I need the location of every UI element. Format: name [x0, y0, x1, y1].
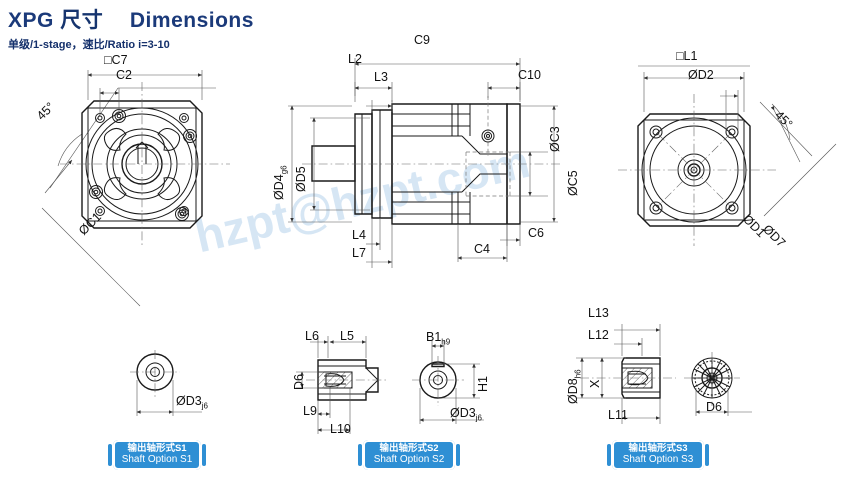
dim-s3-d8: ØD8h6 — [566, 369, 583, 404]
dim-c3: ØC3 — [548, 126, 562, 152]
dim-s3-l11: L11 — [608, 408, 628, 422]
dim-s3-x: X — [588, 379, 602, 388]
s2-banner-cn: 输出轴形式S2 — [379, 443, 439, 455]
dim-l4: L4 — [352, 228, 366, 242]
bolt-holes — [89, 109, 197, 221]
s1-banner-cn: 输出轴形式S1 — [127, 443, 187, 455]
dim-s2-l9: L9 — [303, 404, 317, 418]
output-bolt-holes — [649, 125, 739, 215]
dim-d2: ØD2 — [688, 68, 714, 82]
s2-banner-en: Shaft Option S2 — [373, 453, 445, 465]
s3-spline-end-view — [684, 352, 740, 406]
s1-banner-en: Shaft Option S1 — [121, 453, 193, 465]
dim-c2: C2 — [116, 68, 132, 82]
shaft-option-s2-drawing — [288, 330, 498, 440]
dim-s3-l13: L13 — [588, 306, 609, 320]
shaft-option-s3-drawing — [556, 312, 776, 432]
shaft-option-s2-banner: 输出轴形式S2 Shaft Option S2 — [358, 440, 460, 470]
shaft-option-s1-drawing — [110, 350, 220, 430]
page-header: XPG 尺寸 Dimensions 单级/1-stage，速比/Ratio i=… — [8, 4, 254, 52]
center-view-drawing — [262, 36, 572, 286]
title-model: XPG — [8, 9, 54, 32]
dim-c5: ØC5 — [566, 170, 580, 196]
s3-banner-en: Shaft Option S3 — [622, 453, 694, 465]
input-shaft — [311, 145, 356, 182]
dim-s2-b1: B1h9 — [426, 330, 451, 347]
dim-s2-l6: L6 — [305, 329, 319, 343]
clamp-cutouts — [103, 128, 181, 200]
dim-d4: ØD4g6 — [272, 165, 289, 200]
dim-l1: □L1 — [676, 49, 698, 63]
left-view-drawing — [20, 48, 270, 307]
right-view-drawing — [604, 44, 847, 279]
dim-d5: ØD5 — [294, 166, 308, 192]
dim-l7: L7 — [352, 246, 366, 260]
shaft-option-s1-banner: 输出轴形式S1 Shaft Option S1 — [108, 440, 206, 470]
dim-l3: L3 — [374, 70, 388, 84]
page-subtitle: 单级/1-stage，速比/Ratio i=3-10 — [8, 39, 170, 51]
output-flange-body — [637, 113, 751, 227]
dim-s2-l10: L10 — [330, 422, 351, 436]
dim-c9: C9 — [414, 33, 430, 47]
title-cn: 尺寸 — [60, 9, 104, 32]
diamond-outline-right — [638, 65, 837, 217]
dim-s3-d6: D6 — [706, 400, 722, 414]
s3-banner-cn: 输出轴形式S3 — [628, 443, 688, 455]
dim-c6: C6 — [528, 226, 544, 240]
dim-s2-h1: H1 — [476, 376, 490, 392]
dim-s2-d6: D6 — [292, 374, 306, 390]
page-title: XPG 尺寸 Dimensions — [8, 4, 254, 34]
shaft-option-s3-banner: 输出轴形式S3 Shaft Option S3 — [607, 440, 709, 470]
dim-c4: C4 — [474, 242, 490, 256]
dim-s1-d3: ØD3j6 — [176, 394, 208, 411]
title-dimensions: Dimensions — [129, 9, 254, 32]
dim-s2-l5: L5 — [340, 329, 354, 343]
dim-l2: L2 — [348, 52, 362, 66]
dim-s2-d3: ØD3j6 — [450, 406, 482, 423]
dim-c7: □C7 — [104, 53, 128, 67]
diamond-outline — [41, 87, 216, 307]
dim-c10: C10 — [518, 68, 541, 82]
dim-s3-l12: L12 — [588, 328, 609, 342]
